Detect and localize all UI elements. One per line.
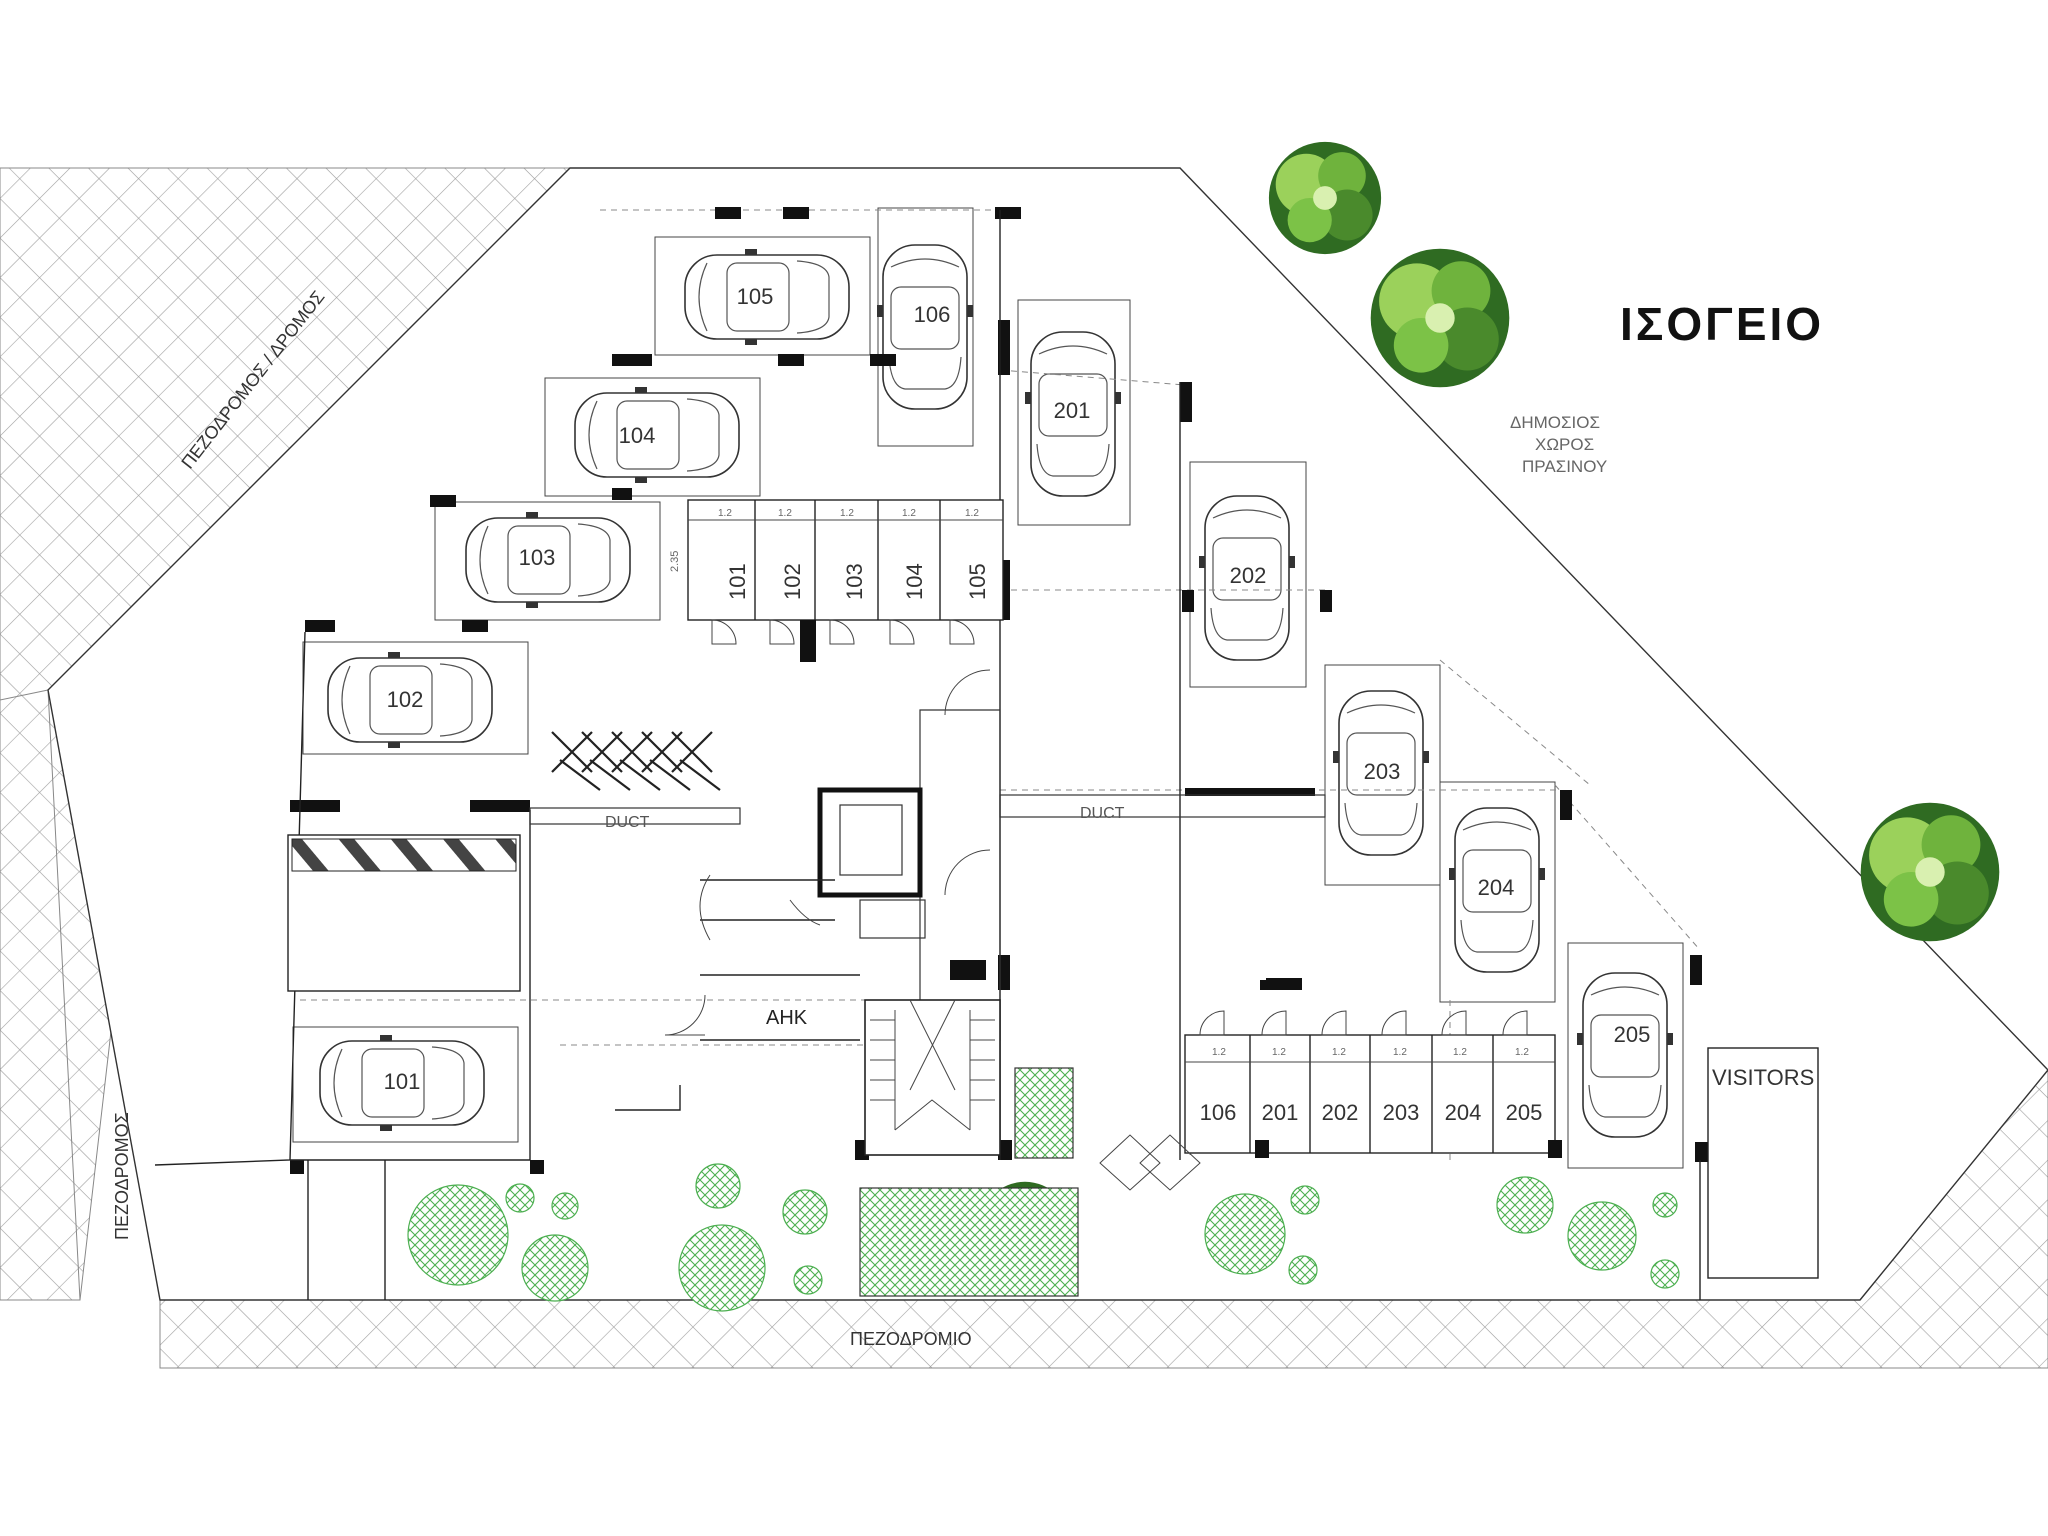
storage-number: 204 bbox=[1445, 1100, 1482, 1125]
parking-number: 202 bbox=[1230, 563, 1267, 588]
parking-number: 101 bbox=[384, 1069, 421, 1094]
storage-number: 203 bbox=[1383, 1100, 1420, 1125]
visitors-parking bbox=[1707, 1047, 1819, 1279]
parking-number: 103 bbox=[519, 545, 556, 570]
storage-number: 103 bbox=[842, 563, 867, 600]
duct bbox=[529, 807, 741, 825]
planter bbox=[1014, 1067, 1074, 1159]
gate-icon bbox=[1099, 1134, 1201, 1191]
green-area-label-1: ΔΗΜΟΣΙΟΣ bbox=[1510, 413, 1600, 432]
parking-number: 201 bbox=[1054, 398, 1091, 423]
visitors-label: VISITORS bbox=[1712, 1065, 1814, 1090]
storage-size-label: 1.2 bbox=[965, 508, 979, 519]
parking-number: 106 bbox=[914, 302, 951, 327]
storage-number: 101 bbox=[725, 563, 750, 600]
ahk-label: ΑΗΚ bbox=[766, 1007, 808, 1029]
storage-number: 106 bbox=[1200, 1100, 1237, 1125]
storage-size-label: 1.2 bbox=[1453, 1047, 1467, 1058]
green-area-label: ΔΗΜΟΣΙΟΣ ΧΩΡΟΣ ΠΡΑΣΙΝΟΥ bbox=[1510, 413, 1607, 476]
duct-label: DUCT bbox=[605, 814, 650, 831]
tree-icon bbox=[1268, 141, 1382, 255]
central-core: ΑΗΚ bbox=[615, 669, 1001, 1156]
parking-number: 205 bbox=[1614, 1022, 1651, 1047]
street-label-left: ΠΕΖΟΔΡΟΜΟΣ bbox=[112, 1112, 132, 1240]
storage-size-label: 1.2 bbox=[902, 508, 916, 519]
planter bbox=[859, 1187, 1079, 1297]
storage-size-label: 1.2 bbox=[718, 508, 732, 519]
duct-label: DUCT bbox=[1080, 805, 1125, 822]
plan-title: ΙΣΟΓΕΙΟ bbox=[1620, 298, 1824, 350]
storage-size-label: 1.2 bbox=[1272, 1047, 1286, 1058]
green-area-label-3: ΠΡΑΣΙΝΟΥ bbox=[1522, 457, 1607, 476]
parking-number: 203 bbox=[1364, 759, 1401, 784]
storage-size-label: 1.2 bbox=[1212, 1047, 1226, 1058]
storage-bottom: 1.2 1.2 1.2 1.2 1.2 1.2 106 201 202 203 … bbox=[1184, 978, 1562, 1158]
storage-number: 102 bbox=[780, 563, 805, 600]
parking-number: 204 bbox=[1478, 875, 1515, 900]
car-icon bbox=[876, 244, 974, 410]
storage-top: 2.35 1.2 1.2 1.2 1.2 1.2 101 102 103 104… bbox=[669, 499, 1004, 662]
tree-icon bbox=[1370, 248, 1510, 388]
storage-size-label: 1.2 bbox=[1515, 1047, 1529, 1058]
street-label-bottom: ΠΕΖΟΔΡΟΜΙΟ bbox=[850, 1329, 972, 1349]
green-area-label-2: ΧΩΡΟΣ bbox=[1535, 435, 1594, 454]
shrubs bbox=[407, 1163, 1680, 1312]
storage-size-label: 1.2 bbox=[1393, 1047, 1407, 1058]
storage-number: 105 bbox=[965, 563, 990, 600]
car-icon bbox=[1576, 972, 1674, 1138]
building-lines bbox=[154, 210, 1701, 1300]
tree-icon bbox=[1860, 802, 2000, 942]
staircase bbox=[864, 999, 1001, 1156]
parking-number: 102 bbox=[387, 687, 424, 712]
storage-number: 201 bbox=[1262, 1100, 1299, 1125]
storage-size-label: 1.2 bbox=[840, 508, 854, 519]
ramp-stripes bbox=[291, 838, 517, 872]
bicycle-rack-icon bbox=[551, 731, 721, 791]
car-icon bbox=[574, 386, 740, 484]
parking-frames bbox=[292, 207, 1684, 1169]
parking-number: 104 bbox=[619, 423, 656, 448]
storage-number: 104 bbox=[902, 563, 927, 600]
lift-icon bbox=[817, 787, 923, 898]
storage-dim-label: 2.35 bbox=[669, 551, 681, 572]
storage-number: 205 bbox=[1506, 1100, 1543, 1125]
storage-size-label: 1.2 bbox=[1332, 1047, 1346, 1058]
storage-number: 202 bbox=[1322, 1100, 1359, 1125]
storage-size-label: 1.2 bbox=[778, 508, 792, 519]
parking-number: 105 bbox=[737, 284, 774, 309]
site-boundary bbox=[47, 167, 2048, 1301]
